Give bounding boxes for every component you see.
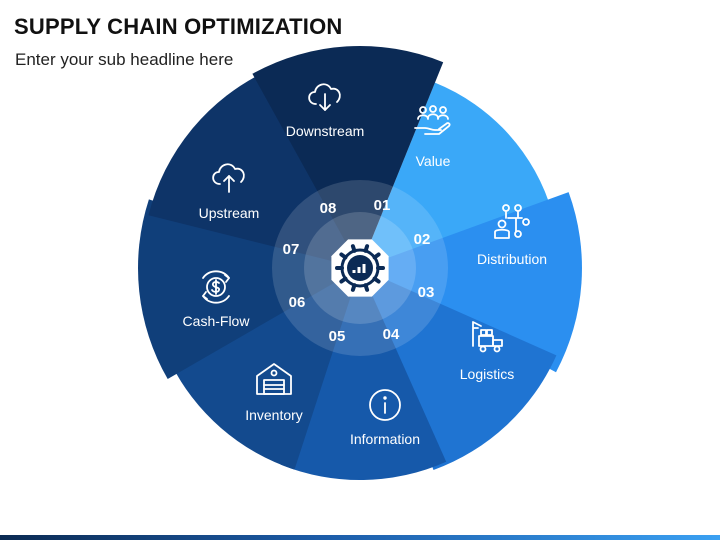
label-inventory: Inventory bbox=[245, 407, 303, 423]
people-hand-icon bbox=[414, 105, 451, 135]
label-value: Value bbox=[416, 153, 451, 169]
wedge-information bbox=[280, 268, 447, 481]
label-upstream: Upstream bbox=[199, 205, 260, 221]
number-group: 01 02 03 04 05 06 07 08 bbox=[283, 197, 435, 345]
icon-group bbox=[202, 83, 530, 421]
label-downstream: Downstream bbox=[286, 123, 365, 139]
number-04: 04 bbox=[383, 326, 400, 343]
bottom-accent-bar bbox=[0, 535, 720, 540]
number-06: 06 bbox=[289, 294, 306, 311]
wedge-logistics bbox=[360, 268, 557, 470]
cash-cycle-icon bbox=[202, 270, 230, 304]
label-cash-flow: Cash-Flow bbox=[183, 313, 251, 329]
center-hub bbox=[331, 239, 389, 297]
wedge-cash-flow bbox=[138, 199, 360, 379]
number-05: 05 bbox=[329, 328, 346, 345]
label-information: Information bbox=[350, 431, 420, 447]
slide-title: SUPPLY CHAIN OPTIMIZATION bbox=[14, 14, 343, 39]
wedge-upstream bbox=[148, 70, 360, 269]
wedge-inventory bbox=[169, 268, 360, 470]
number-07: 07 bbox=[283, 241, 300, 258]
info-icon bbox=[369, 389, 401, 421]
wedge-downstream bbox=[252, 46, 444, 268]
gear-chart-icon bbox=[335, 244, 385, 292]
forklift-truck-icon bbox=[472, 321, 503, 353]
number-03: 03 bbox=[418, 284, 435, 301]
wedge-distribution bbox=[360, 192, 582, 373]
cloud-upload-icon bbox=[212, 163, 245, 193]
label-logistics: Logistics bbox=[460, 366, 514, 382]
number-02: 02 bbox=[414, 231, 431, 248]
number-01: 01 bbox=[374, 197, 391, 214]
number-08: 08 bbox=[320, 200, 337, 217]
warehouse-icon bbox=[256, 363, 292, 395]
cloud-download-icon bbox=[308, 83, 341, 111]
slide-subtitle: Enter your sub headline here bbox=[15, 50, 234, 69]
network-person-icon bbox=[494, 204, 530, 239]
label-distribution: Distribution bbox=[477, 251, 547, 267]
